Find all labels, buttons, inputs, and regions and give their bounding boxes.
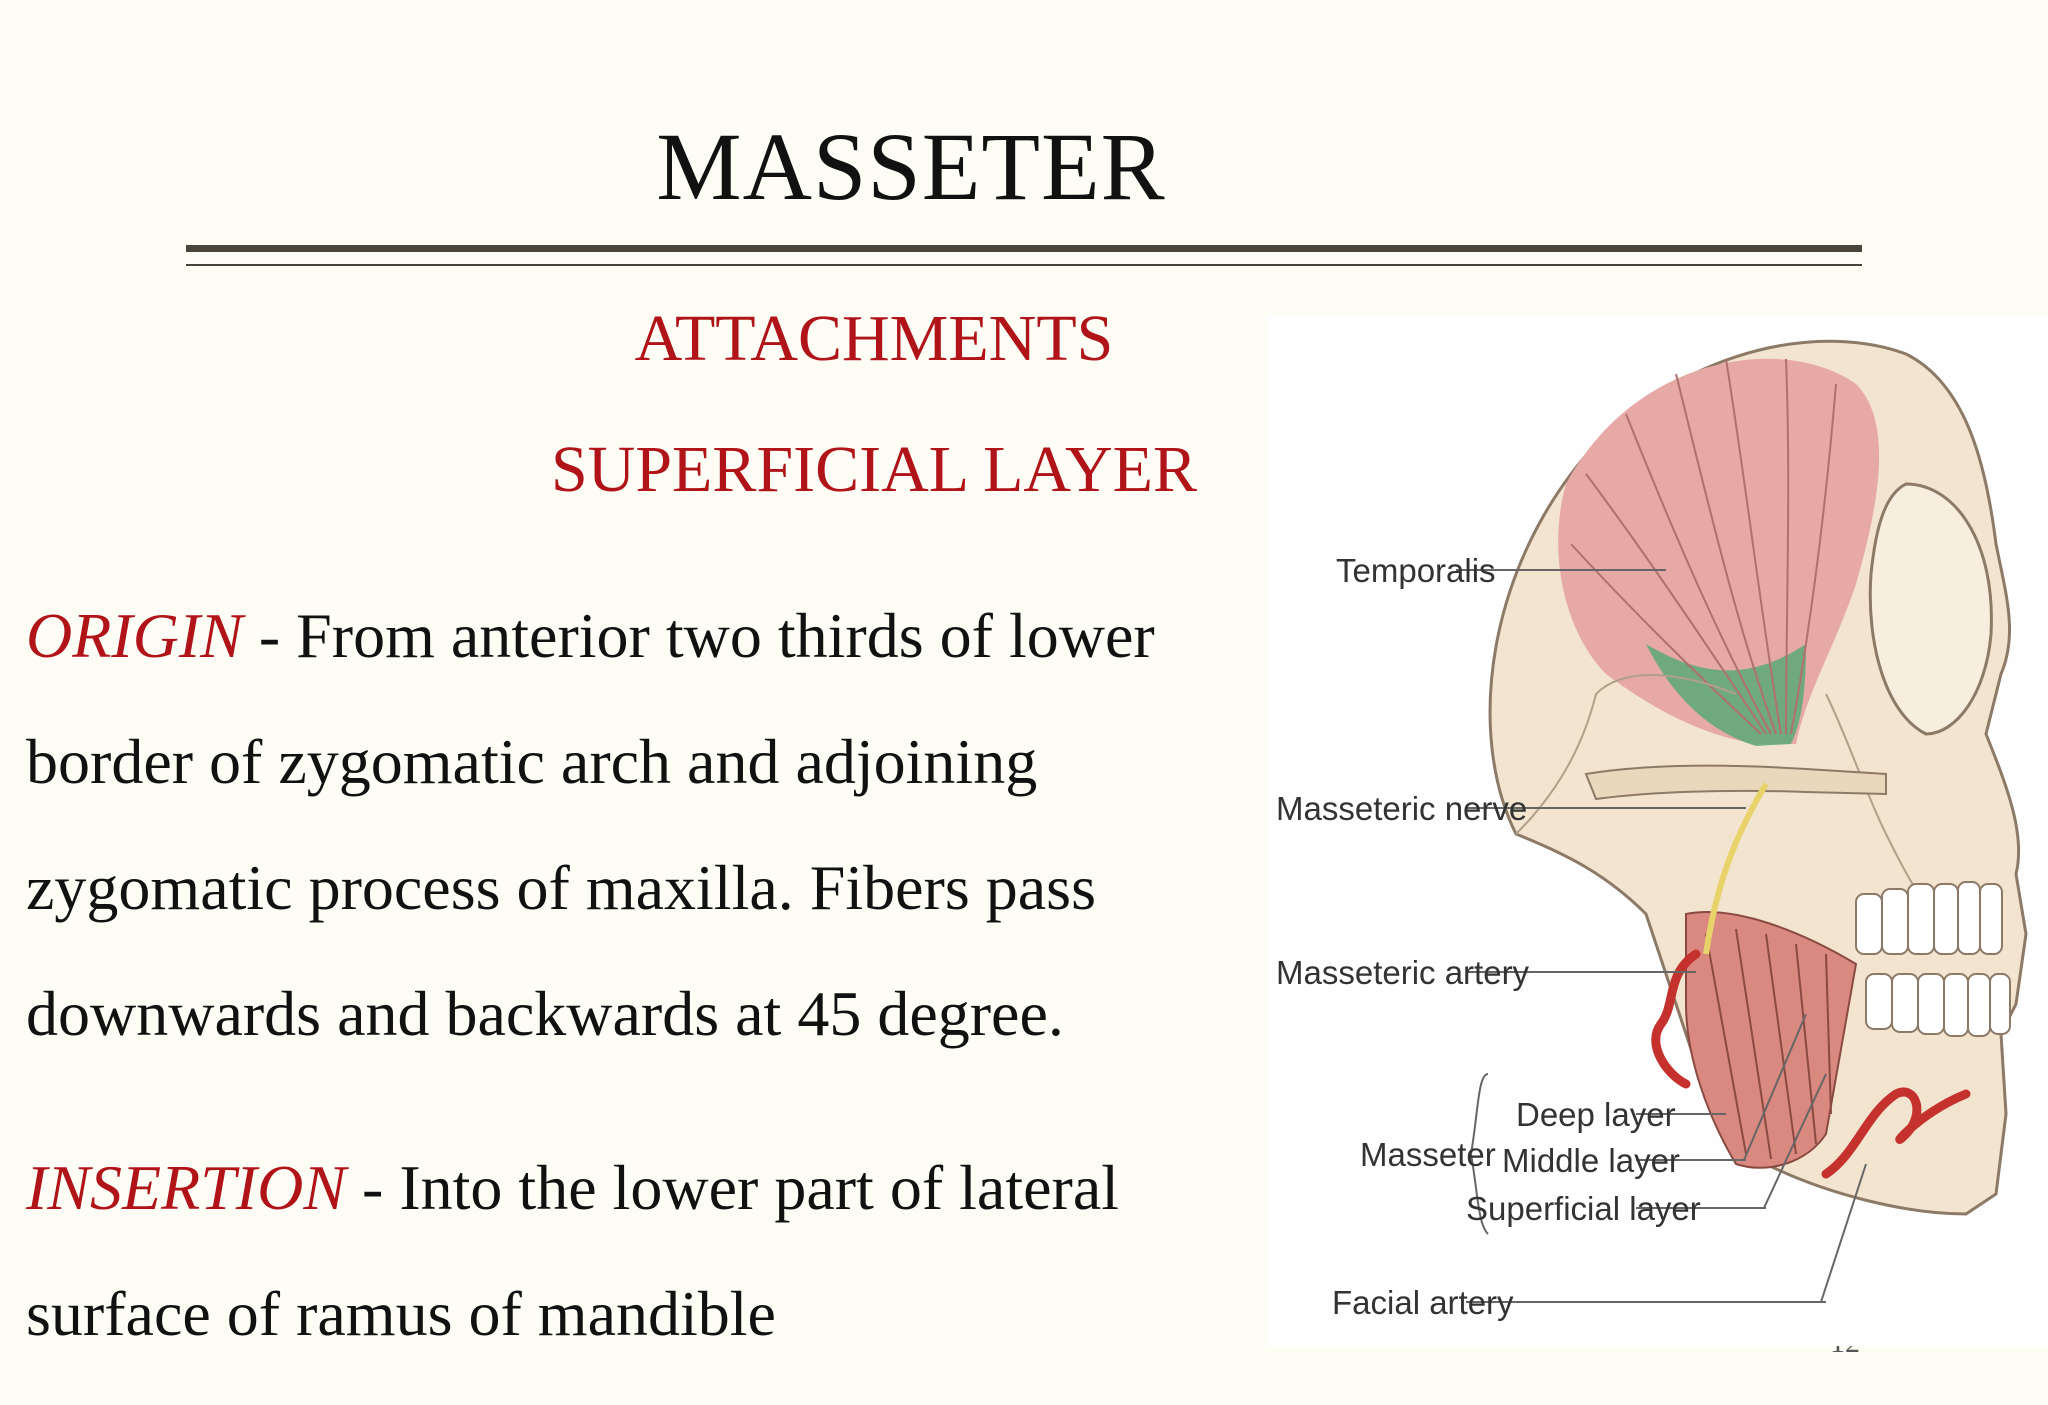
insertion-line-2: surface of ramus of mandible bbox=[26, 1278, 776, 1349]
insertion-line-1: INSERTION - Into the lower part of later… bbox=[26, 1148, 1119, 1228]
label-middle-layer: Middle layer bbox=[1502, 1142, 1680, 1179]
origin-line-4: downwards and backwards at 45 degree. bbox=[26, 978, 1064, 1049]
label-deep-layer: Deep layer bbox=[1516, 1096, 1676, 1133]
slide-title: MASSETER bbox=[656, 113, 1166, 220]
origin-line-1: ORIGIN - From anterior two thirds of low… bbox=[26, 596, 1155, 676]
origin-line-3: zygomatic process of maxilla. Fibers pas… bbox=[26, 852, 1096, 923]
title-divider-thin bbox=[186, 264, 1862, 266]
origin-line-2: border of zygomatic arch and adjoining bbox=[26, 726, 1038, 797]
title-divider-thick bbox=[186, 245, 1862, 252]
skull-illustration: Temporalis Masseteric nerve Masseteric a… bbox=[1266, 314, 2048, 1346]
heading-attachments: ATTACHMENTS bbox=[634, 302, 1114, 375]
origin-term: ORIGIN bbox=[26, 600, 243, 671]
temporalis-tendon bbox=[1646, 644, 1806, 746]
label-masseteric-nerve: Masseteric nerve bbox=[1276, 790, 1527, 827]
masseter-fibers bbox=[1705, 928, 1832, 1160]
label-masseteric-artery: Masseteric artery bbox=[1276, 954, 1530, 991]
temporalis-muscle bbox=[1558, 358, 1880, 744]
facial-artery bbox=[1821, 1087, 1971, 1179]
heading-superficial-layer: SUPERFICIAL LAYER bbox=[550, 433, 1198, 506]
teeth bbox=[1855, 881, 2011, 1037]
zygomatic-arch bbox=[1584, 764, 1887, 801]
insertion-text-1: - Into the lower part of lateral bbox=[346, 1152, 1119, 1223]
skull-drawing: Temporalis Masseteric nerve Masseteric a… bbox=[1276, 339, 2028, 1321]
temporalis-fibers bbox=[1570, 358, 1837, 735]
label-masseter: Masseter bbox=[1360, 1136, 1496, 1173]
insertion-term: INSERTION bbox=[26, 1152, 346, 1223]
label-superficial-layer: Superficial layer bbox=[1466, 1190, 1701, 1227]
origin-text-1: - From anterior two thirds of lower bbox=[242, 600, 1155, 671]
masseteric-nerve bbox=[1703, 782, 1769, 955]
label-facial-artery: Facial artery bbox=[1332, 1284, 1514, 1321]
label-temporalis: Temporalis bbox=[1336, 552, 1496, 589]
masseteric-artery bbox=[1651, 949, 1701, 1089]
leader-lines bbox=[1456, 569, 1867, 1303]
orbit bbox=[1868, 482, 1993, 736]
